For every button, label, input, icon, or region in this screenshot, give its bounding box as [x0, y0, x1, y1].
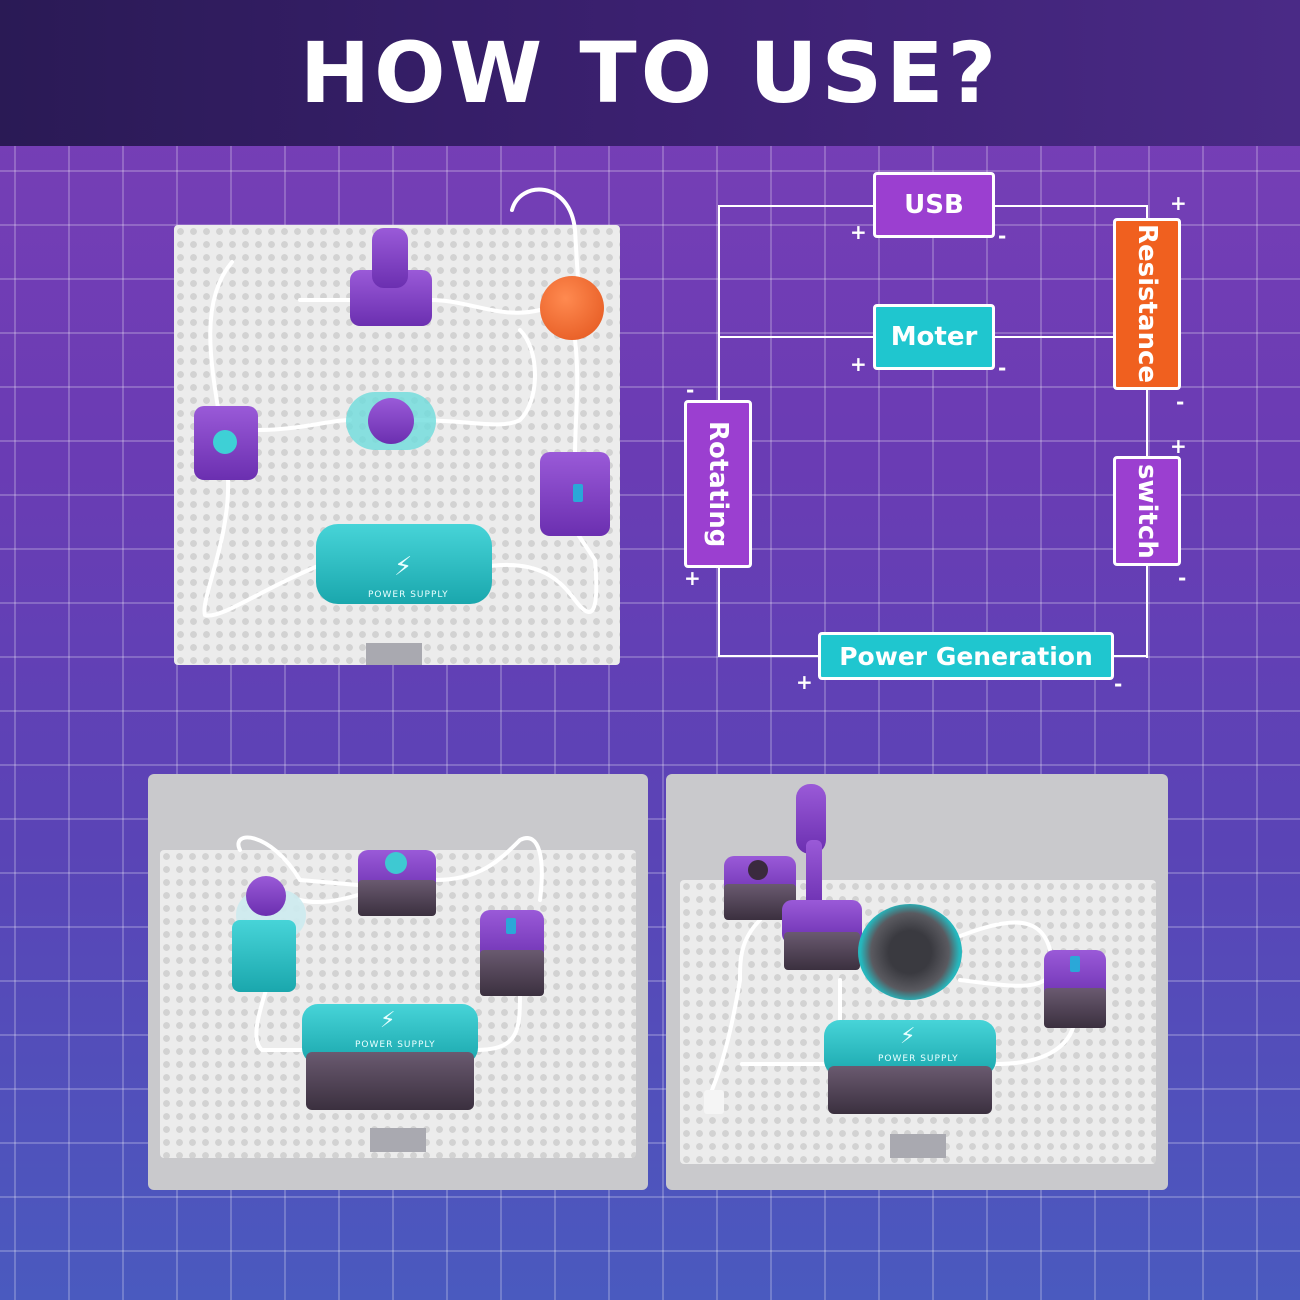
rotating-box: Rotating	[684, 400, 752, 568]
power-supply-label: POWER SUPPLY	[878, 1054, 959, 1064]
switch-plus: +	[1170, 434, 1187, 458]
lightning-icon: ⚡	[394, 552, 413, 582]
power-generation-minus: -	[1114, 672, 1123, 696]
rotating-plus: +	[684, 566, 701, 590]
baseplate-tab	[890, 1134, 946, 1158]
moter-minus: -	[998, 356, 1007, 380]
lightning-icon: ⚡	[900, 1024, 916, 1049]
sensor-housing	[358, 880, 436, 916]
switch-housing	[1044, 988, 1106, 1028]
sensor-lens	[748, 860, 768, 880]
lamp-neck	[806, 840, 822, 910]
resistance-minus: -	[1176, 390, 1185, 414]
fan-motor	[368, 398, 414, 444]
fan-motor	[246, 876, 286, 916]
motor-base	[232, 920, 296, 992]
power-supply-label: POWER SUPPLY	[368, 590, 449, 600]
header-banner: HOW TO USE?	[0, 0, 1300, 146]
resistance-box: Resistance	[1113, 218, 1181, 390]
sensor-lens	[385, 852, 407, 874]
switch-housing	[480, 950, 544, 996]
rotating-minus: -	[686, 378, 695, 402]
power-supply-housing	[828, 1066, 992, 1114]
switch-toggle	[573, 484, 583, 502]
usb-plug	[704, 1090, 724, 1114]
moter-box: Moter	[873, 304, 995, 370]
power-generation-box: Power Generation	[818, 632, 1114, 680]
lightning-icon: ⚡	[380, 1008, 396, 1033]
usb-minus: -	[998, 224, 1007, 248]
orange-button-module	[540, 276, 604, 340]
usb-plus: +	[850, 220, 867, 244]
switch-toggle	[1070, 956, 1080, 972]
power-supply-module	[316, 524, 492, 604]
switch-toggle	[506, 918, 516, 934]
power-generation-label: Power Generation	[839, 641, 1093, 671]
resistance-plus: +	[1170, 191, 1187, 215]
turbine-module	[858, 904, 962, 1000]
baseplate-tab	[366, 643, 422, 665]
moter-plus: +	[850, 352, 867, 376]
rotating-label: Rotating	[703, 420, 733, 548]
moter-label: Moter	[890, 322, 978, 352]
page-title: HOW TO USE?	[299, 24, 1001, 122]
sensor-icon	[213, 430, 237, 454]
joystick-handle	[372, 228, 408, 288]
power-generation-plus: +	[796, 670, 813, 694]
usb-label: USB	[904, 190, 964, 220]
power-supply-label: POWER SUPPLY	[355, 1040, 436, 1050]
resistance-label: Resistance	[1132, 224, 1162, 384]
lamp-housing	[784, 932, 860, 970]
baseplate-tab	[370, 1128, 426, 1152]
power-supply-housing	[306, 1052, 474, 1110]
switch-minus: -	[1178, 566, 1187, 590]
switch-label: switch	[1132, 463, 1162, 559]
switch-box: switch	[1113, 456, 1181, 566]
usb-box: USB	[873, 172, 995, 238]
